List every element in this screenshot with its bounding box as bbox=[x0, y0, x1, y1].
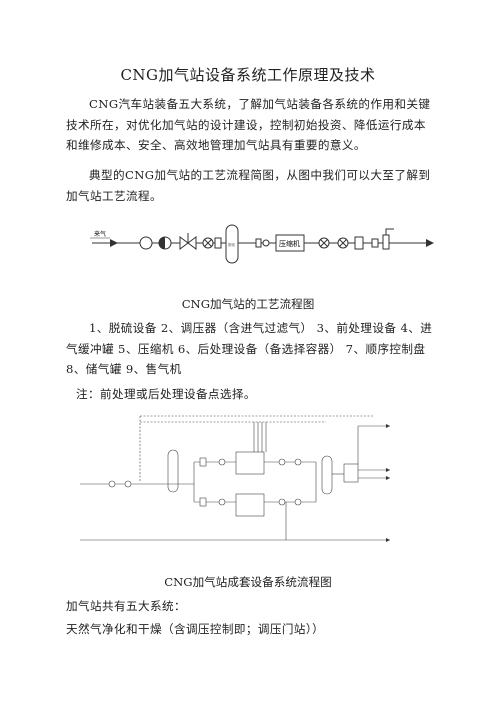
fig1-dryer-label: 脱硫 bbox=[228, 242, 235, 247]
selection-note: 注：前处理或后处理设备点选择。 bbox=[76, 387, 256, 401]
figure1-caption: CNG加气站的工艺流程图 bbox=[181, 297, 315, 311]
intro-paragraph: CNG汽车站装备五大系统，了解加气站装备各系统的作用和关键技术所在，对优化加气站… bbox=[66, 97, 431, 152]
flow-paragraph: 典型的CNG加气站的工艺流程简图，从图中我们可以大至了解到加气站工艺流程。 bbox=[66, 168, 431, 203]
document-title: CNG加气站设备系统工作原理及技术 bbox=[120, 66, 376, 84]
equipment-list: 1、脱硫设备 2、调压器（含进气过滤气） 3、前处理设备 4、进气缓冲罐 5、压… bbox=[66, 321, 433, 376]
fig1-inlet-label: 来气 bbox=[94, 230, 106, 238]
systems-intro: 加气站共有五大系统： bbox=[66, 599, 186, 613]
system-flow-diagram bbox=[80, 415, 390, 542]
system-1: 天然气净化和干燥（含调压控制即；调压门站）） bbox=[66, 622, 325, 636]
figure2-caption: CNG加气站成套设备系统流程图 bbox=[164, 575, 332, 589]
process-flow-figure: 来气 脱硫 压缩机 bbox=[90, 224, 434, 264]
fig1-compressor-label: 压缩机 bbox=[279, 239, 300, 248]
